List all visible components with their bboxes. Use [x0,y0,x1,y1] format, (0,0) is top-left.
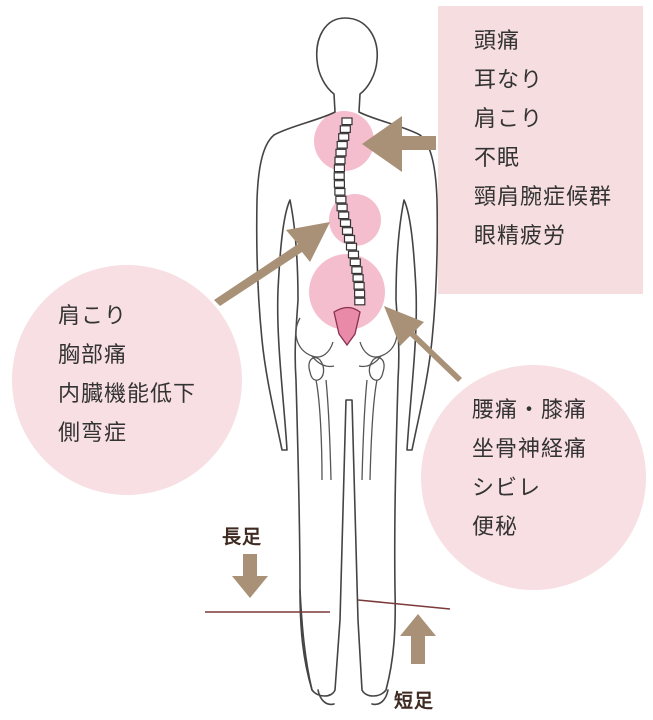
vertebra [350,259,360,266]
vertebra [352,267,362,274]
symptom-headache: 頭痛 [474,22,612,61]
vertebra [335,189,345,196]
vertebra [355,298,365,305]
right-symptoms-arrow [384,306,462,382]
vertebra [339,212,349,219]
vertebra [339,134,349,141]
upper-symptoms-arrow [362,116,436,172]
short-leg-floor-line [358,600,450,609]
vertebra [341,220,351,227]
vertebra [335,157,345,164]
long-leg-down-arrow [232,554,268,598]
symptom-chest-pain: 胸部痛 [58,336,196,375]
symptom-scoliosis: 側弯症 [58,414,196,453]
vertebra [334,173,344,180]
symptom-back-knee-pain: 腰痛・膝痛 [472,391,587,430]
symptom-insomnia: 不眠 [474,139,612,178]
long-leg-label: 長足 [222,522,262,549]
symptom-neck-shoulder-arm-syndrome: 頸肩腕症候群 [474,178,612,217]
symptom-organ-dysfunction: 内臓機能低下 [58,375,196,414]
vertebra [334,165,344,172]
upper-symptoms-box: 頭痛 耳なり 肩こり 不眠 頸肩腕症候群 眼精疲労 [438,6,643,294]
left-symptoms-circle: 肩こり 胸部痛 内臓機能低下 側弯症 [12,265,242,495]
vertebra [334,181,344,188]
vertebra [342,118,352,125]
vertebra [345,236,355,243]
vertebra [337,142,347,149]
symptom-stiff-shoulders: 肩こり [58,297,196,336]
short-leg-up-arrow [400,614,436,664]
vertebra [336,149,346,156]
symptom-eye-strain: 眼精疲労 [474,217,612,256]
symptom-stiff-shoulders: 肩こり [474,100,612,139]
vertebra [343,228,353,235]
vertebra [353,275,363,282]
symptom-sciatica: 坐骨神経痛 [472,430,587,469]
symptom-tinnitus: 耳なり [474,61,612,100]
right-symptoms-circle: 腰痛・膝痛 坐骨神経痛 シビレ 便秘 [421,365,646,590]
vertebra [349,251,359,258]
vertebra [337,204,347,211]
vertebra [347,243,357,250]
symptom-numbness: シビレ [472,469,587,508]
short-leg-label: 短足 [394,686,434,713]
sacrum [334,308,360,346]
vertebra [336,196,346,203]
symptom-constipation: 便秘 [472,508,587,547]
vertebra [355,290,365,297]
vertebra [340,126,350,133]
vertebra [354,283,364,290]
